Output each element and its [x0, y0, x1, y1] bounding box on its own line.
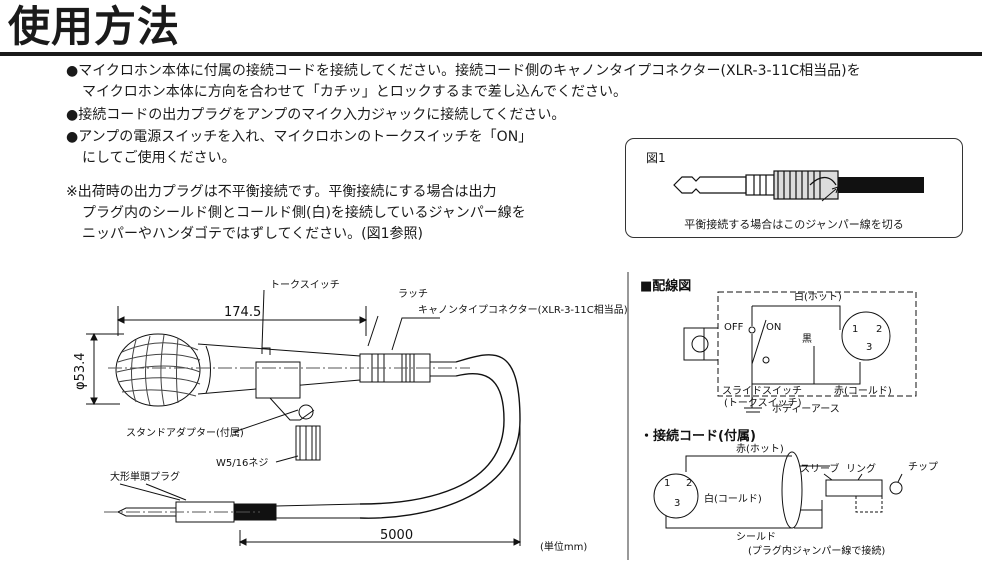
body-earth-label: ボディーアース	[772, 402, 840, 415]
cord-pin-3: 3	[674, 498, 680, 509]
note-line-1: ※出荷時の出力プラグは不平衡接続です。平衡接続にする場合は出力	[66, 184, 497, 200]
figure-1-box: 図1 平衡接続する場合はこのジャンパー線を切る	[625, 138, 963, 238]
cord-pin-2: 2	[686, 478, 692, 489]
screw-label: W5/16ネジ	[216, 457, 268, 469]
wiring-title: ■配線図	[640, 278, 691, 294]
talk-switch-label: トークスイッチ	[270, 279, 340, 291]
shield-label: シールド	[736, 532, 776, 543]
instruction-1-line-1: ●マイクロホン本体に付属の接続コードを接続してください。接続コード側のキャノンタ…	[66, 63, 861, 79]
cord-pin-1: 1	[664, 478, 670, 489]
figure-1-label: 図1	[646, 151, 666, 165]
connector-label: キャノンタイプコネクター(XLR-3-11C相当品)	[418, 303, 628, 316]
wiring-pin-2: 2	[876, 324, 882, 335]
length-dimension: 174.5	[224, 305, 261, 320]
instruction-1: ●マイクロホン本体に付属の接続コードを接続してください。接続コード側のキャノンタ…	[66, 61, 861, 103]
wiring-pin-1: 1	[852, 324, 858, 335]
wiring-black-label: 黒	[802, 333, 812, 345]
cord-title: ・接続コード(付属)	[640, 428, 756, 444]
tip-label: チップ	[908, 461, 938, 473]
instruction-2: ●接続コードの出力プラグをアンプのマイク入力ジャックに接続してください。	[66, 107, 566, 123]
ring-label: リング	[846, 462, 876, 475]
unit-label: (単位mm)	[540, 540, 587, 553]
slide-switch-label: スライドスイッチ	[722, 385, 802, 397]
wiring-on-label: ON	[766, 322, 781, 333]
cord-hot-label: 赤(ホット)	[736, 443, 784, 455]
plug-label: 大形単頭プラグ	[110, 470, 180, 483]
instruction-3: ●アンプの電源スイッチを入れ、マイクロホンのトークスイッチを「ON」 にしてご使…	[66, 127, 532, 169]
latch-label: ラッチ	[398, 288, 428, 300]
note-unbalanced: ※出荷時の出力プラグは不平衡接続です。平衡接続にする場合は出力 プラグ内のシール…	[66, 182, 526, 245]
instruction-1-line-2: マイクロホン本体に方向を合わせて「カチッ」とロックするまで差し込んでください。	[82, 84, 628, 100]
talk-switch-paren-label: (トークスイッチ)	[724, 397, 802, 409]
wiring-hot-label: 白(ホット)	[794, 290, 842, 303]
figure-1-cable	[838, 177, 924, 193]
figure-1-caption: 平衡接続する場合はこのジャンパー線を切る	[684, 218, 904, 231]
instruction-3-line-1: ●アンプの電源スイッチを入れ、マイクロホンのトークスイッチを「ON」	[66, 129, 533, 145]
instruction-3-line-2: にしてご使用ください。	[82, 150, 236, 166]
note-line-2: プラグ内のシールド側とコールド側(白)を接続しているジャンパー線を	[82, 205, 526, 221]
jumper-label: (プラグ内ジャンパー線で接続)	[748, 544, 885, 557]
wiring-off-label: OFF	[724, 322, 744, 333]
sleeve-label: スリーブ	[800, 462, 839, 475]
title-rule	[0, 52, 982, 56]
wiring-cold-label: 赤(コールド)	[834, 385, 892, 397]
diameter-dimension: φ53.4	[73, 352, 88, 390]
figure-1-plug-drawing	[673, 170, 924, 202]
cord-cold-label: 白(コールド)	[704, 492, 762, 505]
note-line-3: ニッパーやハンダゴテではずしてください。(図1参照)	[82, 226, 423, 242]
cord-length-dimension: 5000	[380, 528, 413, 543]
page-title: 使用方法	[8, 2, 181, 51]
wiring-pin-3: 3	[866, 342, 872, 353]
stand-adapter-label: スタンドアダプター(付属)	[126, 426, 244, 439]
